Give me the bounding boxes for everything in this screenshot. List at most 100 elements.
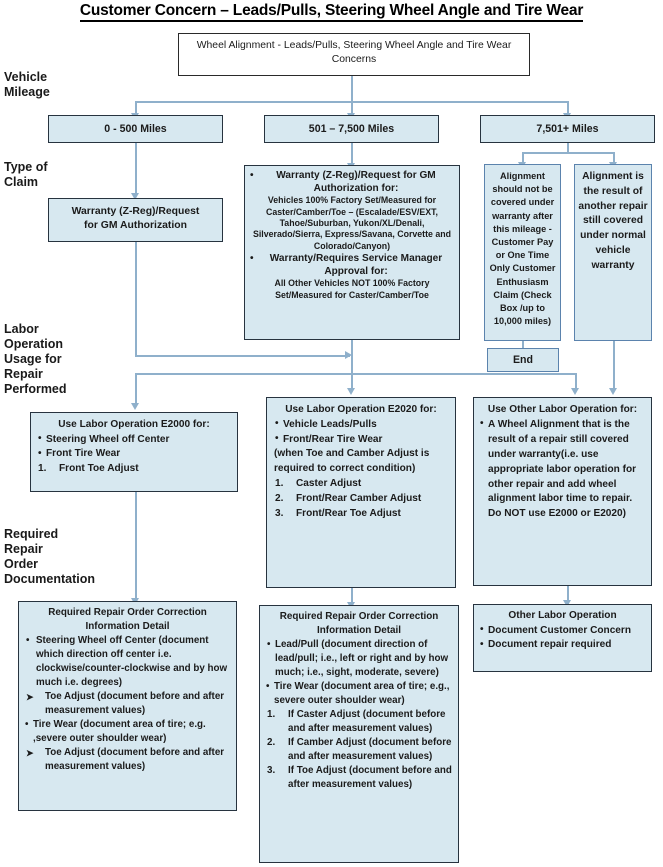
connector-mid-to-claim [351, 143, 353, 165]
node-doc-right[interactable]: Other Labor Operation Document Customer … [473, 604, 652, 672]
node-doc-left-sub-2: Toe Adjust (document before and after me… [25, 746, 230, 774]
node-labor-other-bullet: A Wheel Alignment that is the result of … [480, 417, 645, 522]
node-labor-e2000-bullet-1: Steering Wheel off Center [37, 432, 231, 448]
node-mileage-7501-plus-label: 7,501+ Miles [536, 123, 599, 135]
node-doc-mid-bullet-2: Tire Wear (document area of tire; e.g., … [266, 680, 452, 708]
node-doc-mid-bullet-1: Lead/Pull (document direction of lead/pu… [266, 638, 452, 680]
node-labor-e2020[interactable]: Use Labor Operation E2020 for: Vehicle L… [266, 397, 456, 588]
connector-high-b [613, 152, 615, 164]
connector-mileage-right [567, 101, 569, 115]
node-claim-mid-bullet2-body: All Other Vehicles NOT 100% Factory Set/… [274, 278, 430, 300]
arrowhead-lowclaim-right [345, 351, 352, 359]
node-doc-left-bullet-1: Steering Wheel off Center (document whic… [25, 634, 230, 690]
node-claim-mid-bullet2-head: Warranty/Requires Service Manager Approv… [250, 253, 454, 278]
node-doc-mid-item-2-text: If Camber Adjust (document before and af… [288, 737, 452, 762]
node-labor-e2020-item-3: 3. Front/Rear Toe Adjust [274, 507, 448, 522]
node-start-text: Wheel Alignment - Leads/Pulls, Steering … [196, 40, 512, 65]
node-labor-e2020-head: Use Labor Operation E2020 for: [285, 404, 437, 415]
connector-start-down [351, 76, 353, 102]
connector-other-doc [567, 586, 569, 604]
node-end-label: End [512, 354, 533, 366]
node-doc-left-head: Required Repair Order Correction Informa… [48, 607, 207, 632]
connector-e2000-doc [135, 492, 137, 600]
node-labor-e2020-bullet-1: Vehicle Leads/Pulls [274, 417, 448, 433]
connector-high-stem [567, 143, 569, 153]
node-claim-mid[interactable]: Warranty (Z-Reg)/Request for GM Authoriz… [244, 165, 460, 340]
connector-midclaim-down [351, 340, 353, 390]
node-doc-left[interactable]: Required Repair Order Correction Informa… [18, 601, 237, 811]
node-doc-mid-item-3: 3. If Toe Adjust (document before and af… [266, 764, 452, 792]
node-labor-e2020-bullet-2: Front/Rear Tire Wear [274, 432, 448, 448]
connector-mileage-left [135, 101, 137, 115]
node-doc-right-bullet-2: Document repair required [480, 638, 645, 653]
node-doc-mid-item-1: 1. If Caster Adjust (document before and… [266, 708, 452, 736]
node-labor-e2020-item-2-number: 2. [275, 492, 284, 504]
node-labor-e2000-item-1: 1. Front Toe Adjust [37, 462, 231, 477]
node-mileage-501-7500[interactable]: 501 – 7,500 Miles [264, 115, 439, 143]
node-labor-e2000-head: Use Labor Operation E2000 for: [58, 419, 210, 430]
page-title-text: Customer Concern – Leads/Pulls, Steering… [79, 2, 583, 22]
node-labor-other[interactable]: Use Other Labor Operation for: A Wheel A… [473, 397, 652, 586]
node-claim-high-customer-pay[interactable]: Alignment should not be covered under wa… [484, 164, 561, 341]
page-title: Customer Concern – Leads/Pulls, Steering… [0, 2, 663, 22]
node-doc-mid-item-3-text: If Toe Adjust (document before and after… [288, 765, 452, 790]
node-claim-mid-bullet1-body: Vehicles 100% Factory Set/Measured for C… [252, 195, 452, 251]
connector-higha-end [522, 341, 524, 351]
node-claim-low-line1: Warranty (Z-Reg)/Request [71, 206, 200, 217]
node-mileage-0-500[interactable]: 0 - 500 Miles [48, 115, 223, 143]
node-doc-left-bullet-2: Tire Wear (document area of tire; e.g. ,… [25, 718, 230, 746]
arrowhead-other-stem [571, 388, 579, 395]
connector-low-to-claim [135, 143, 137, 195]
node-labor-e2020-item-2-text: Front/Rear Camber Adjust [296, 492, 422, 504]
arrowhead-highb-down [609, 388, 617, 395]
arrowhead-other-doc [563, 600, 571, 607]
connector-e2020-doc [351, 588, 353, 606]
node-claim-mid-bullet1-head: Warranty (Z-Reg)/Request for GM Authoriz… [250, 169, 454, 195]
node-claim-high-customer-pay-text: Alignment should not be covered under wa… [489, 171, 556, 327]
connector-labor-e2000 [135, 373, 137, 405]
node-labor-e2020-item-1-number: 1. [275, 477, 284, 489]
connector-labor-bus [135, 373, 575, 375]
node-doc-mid-item-1-text: If Caster Adjust (document before and af… [288, 709, 446, 734]
node-claim-low[interactable]: Warranty (Z-Reg)/Request for GM Authoriz… [48, 198, 223, 242]
node-doc-right-head: Other Labor Operation [508, 610, 617, 621]
arrowhead-labor-e2000 [131, 403, 139, 410]
node-labor-e2000-item-1-text: Front Toe Adjust [59, 462, 139, 474]
node-claim-high-other-repair[interactable]: Alignment is the result of another repai… [574, 164, 652, 341]
node-mileage-501-7500-label: 501 – 7,500 Miles [308, 123, 395, 135]
node-doc-mid[interactable]: Required Repair Order Correction Informa… [259, 605, 459, 863]
node-labor-e2020-item-3-number: 3. [275, 507, 284, 519]
node-labor-e2020-item-2: 2. Front/Rear Camber Adjust [274, 492, 448, 507]
node-claim-high-other-repair-text: Alignment is the result of another repai… [578, 171, 648, 271]
node-doc-mid-item-2-number: 2. [267, 737, 276, 748]
row-label-required-documentation: Required Repair Order Documentation [4, 527, 95, 586]
row-label-labor-operation: Labor Operation Usage for Repair Perform… [4, 322, 67, 396]
node-labor-e2020-item-3-text: Front/Rear Toe Adjust [296, 507, 401, 519]
node-start[interactable]: Wheel Alignment - Leads/Pulls, Steering … [178, 33, 530, 76]
row-label-vehicle-mileage: Vehicle Mileage [4, 70, 50, 99]
node-doc-mid-item-2: 2. If Camber Adjust (document before and… [266, 736, 452, 764]
connector-lowclaim-down [135, 242, 137, 356]
node-labor-e2000-item-1-number: 1. [38, 462, 47, 474]
arrowhead-midclaim-down [347, 388, 355, 395]
connector-lowclaim-right [135, 355, 350, 357]
node-mileage-0-500-label: 0 - 500 Miles [104, 123, 167, 135]
node-labor-e2000-bullet-2: Front Tire Wear [37, 447, 231, 462]
node-labor-other-head: Use Other Labor Operation for: [487, 404, 638, 415]
connector-high-a [522, 152, 524, 164]
connector-other-stem [575, 373, 577, 390]
node-doc-mid-item-1-number: 1. [267, 709, 276, 720]
node-doc-right-bullet-1: Document Customer Concern [480, 623, 645, 639]
node-doc-mid-item-3-number: 3. [267, 765, 276, 776]
node-labor-e2020-note: (when Toe and Camber Adjust is required … [274, 448, 430, 475]
node-doc-left-sub-1: Toe Adjust (document before and after me… [25, 690, 230, 718]
connector-mileage-mid [351, 101, 353, 115]
node-labor-e2000[interactable]: Use Labor Operation E2000 for: Steering … [30, 412, 238, 492]
node-labor-e2020-item-1-text: Caster Adjust [296, 477, 362, 489]
node-mileage-7501-plus[interactable]: 7,501+ Miles [480, 115, 655, 143]
row-label-type-of-claim: Type of Claim [4, 160, 48, 189]
node-doc-mid-head: Required Repair Order Correction Informa… [279, 611, 439, 636]
connector-highb-down [613, 341, 615, 390]
node-end[interactable]: End [487, 348, 559, 372]
